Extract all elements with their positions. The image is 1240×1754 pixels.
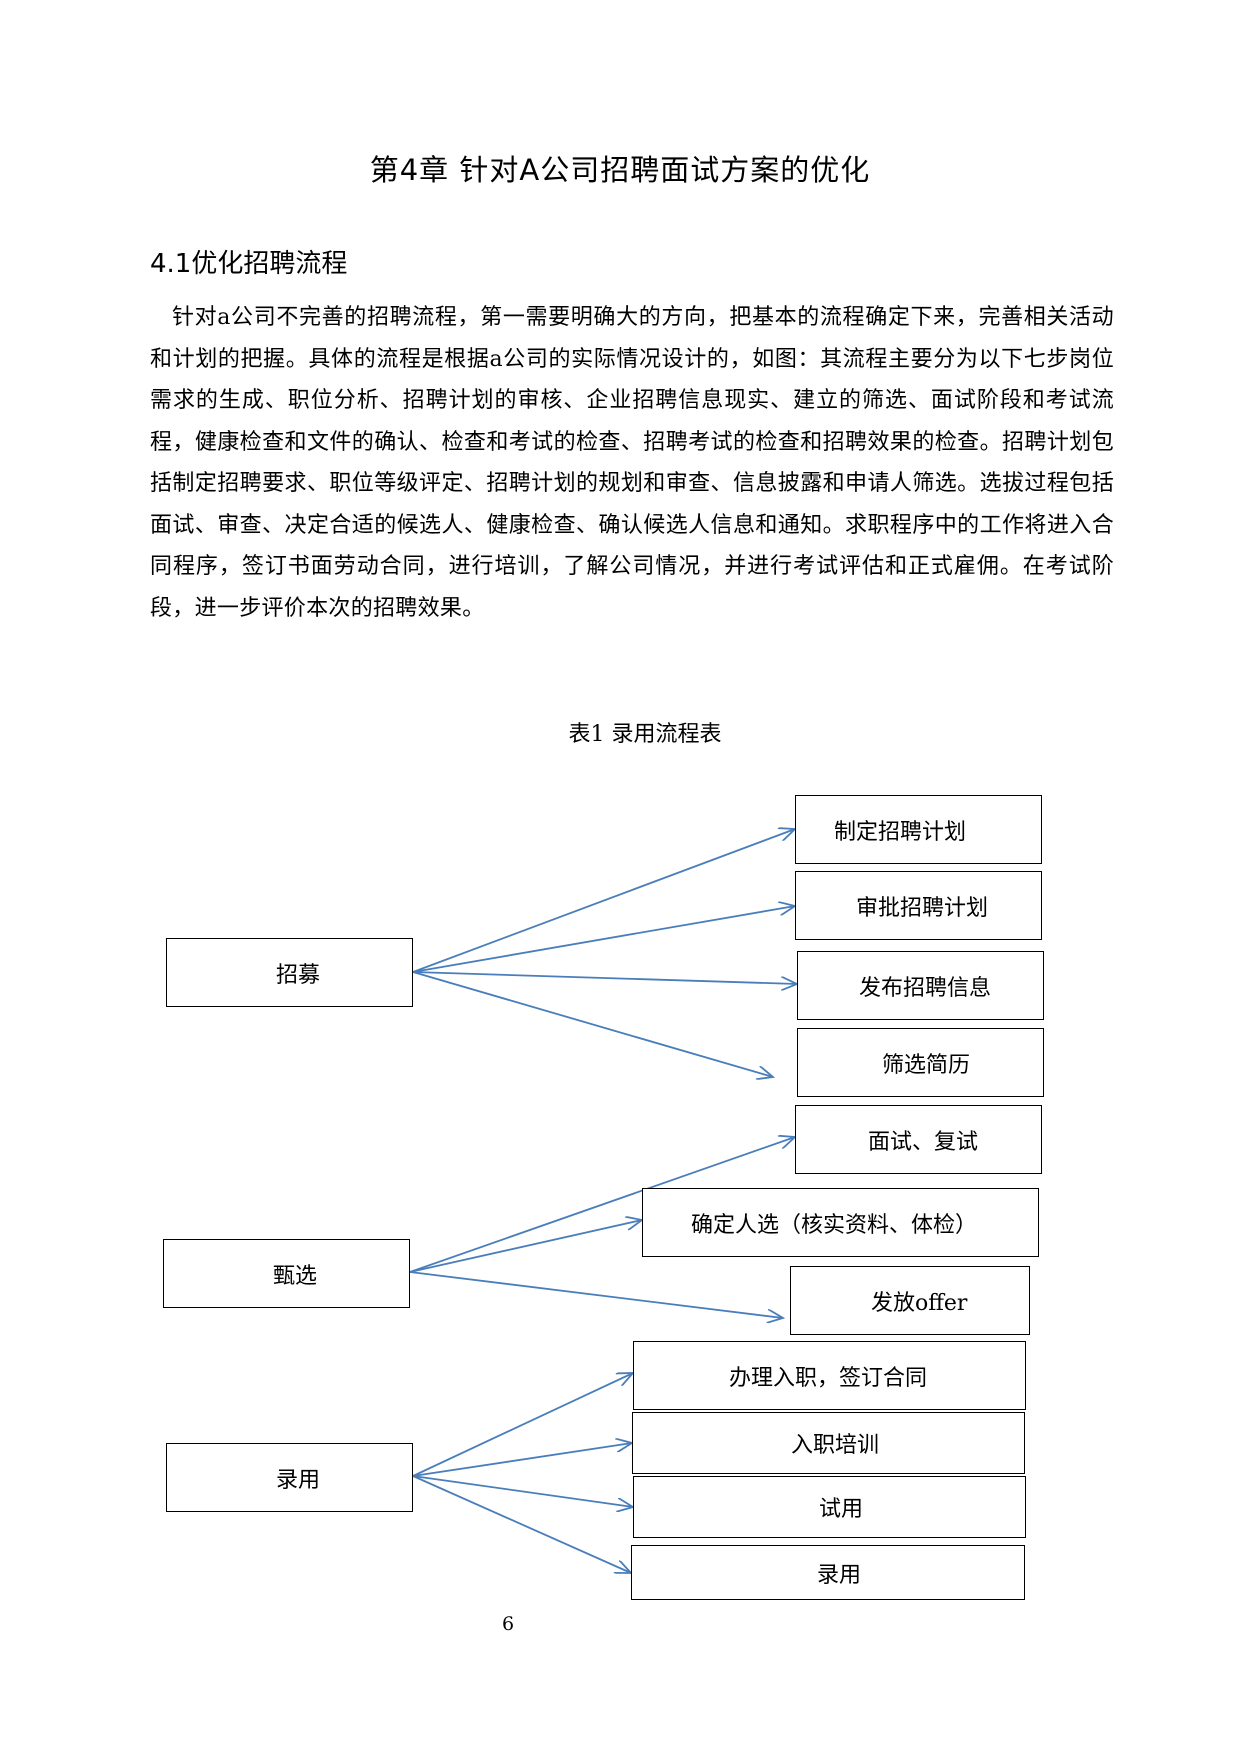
step-label: 确定人选（核实资料、体检） — [691, 1212, 978, 1238]
arrow-recruit-to-publish-info — [412, 971, 797, 984]
step-box-approve-plan: 审批招聘计划 — [795, 871, 1042, 940]
arrow-hire-to-onboarding — [412, 1373, 633, 1477]
step-box-send-offer: 发放offer — [790, 1266, 1030, 1335]
step-box-make-plan: 制定招聘计划 — [795, 795, 1042, 864]
arrow-select-to-confirm-candidate — [409, 1220, 642, 1273]
step-label: 审批招聘计划 — [856, 895, 989, 921]
page-number: 6 — [501, 1613, 515, 1635]
step-label: 办理入职，签订合同 — [729, 1365, 928, 1391]
arrow-recruit-to-screen-resume — [412, 971, 773, 1077]
arrow-recruit-to-approve-plan — [412, 906, 795, 973]
section-heading: 4.1优化招聘流程 — [150, 249, 348, 279]
body-paragraph: 针对a公司不完善的招聘流程，第一需要明确大的方向，把基本的流程确定下来，完善相关… — [150, 305, 1114, 621]
arrow-hire-to-training — [412, 1443, 632, 1477]
step-label: 面试、复试 — [868, 1129, 979, 1155]
step-label: 筛选简历 — [882, 1052, 971, 1078]
stage-label: 招募 — [276, 962, 321, 988]
stage-box-recruit: 招募 — [166, 938, 413, 1007]
stage-label: 甄选 — [273, 1263, 318, 1289]
step-box-hired: 录用 — [631, 1545, 1025, 1600]
step-label: 入职培训 — [791, 1433, 880, 1458]
arrow-select-to-interview — [409, 1137, 795, 1273]
arrow-hire-to-probation — [412, 1475, 633, 1507]
step-label: 试用 — [819, 1497, 864, 1522]
step-label: 制定招聘计划 — [834, 819, 967, 845]
arrow-hire-to-hired — [412, 1475, 631, 1573]
stage-box-select: 甄选 — [163, 1239, 410, 1308]
step-box-confirm-candidate: 确定人选（核实资料、体检） — [642, 1188, 1039, 1257]
table-caption: 表1 录用流程表 — [568, 722, 722, 747]
step-box-training: 入职培训 — [632, 1412, 1025, 1474]
arrow-select-to-send-offer — [409, 1271, 783, 1318]
step-label: 录用 — [817, 1562, 862, 1588]
step-label: 发布招聘信息 — [859, 975, 992, 1001]
step-box-probation: 试用 — [633, 1476, 1026, 1538]
chapter-title: 第4章 针对A公司招聘面试方案的优化 — [369, 153, 871, 187]
stage-label: 录用 — [276, 1467, 321, 1493]
step-box-publish-info: 发布招聘信息 — [797, 951, 1044, 1020]
step-box-screen-resume: 筛选简历 — [797, 1028, 1044, 1097]
stage-box-hire: 录用 — [166, 1443, 413, 1512]
step-label: 发放offer — [871, 1290, 968, 1316]
step-box-interview: 面试、复试 — [795, 1105, 1042, 1174]
arrow-recruit-to-make-plan — [412, 829, 795, 973]
step-box-onboarding: 办理入职，签订合同 — [633, 1341, 1026, 1410]
